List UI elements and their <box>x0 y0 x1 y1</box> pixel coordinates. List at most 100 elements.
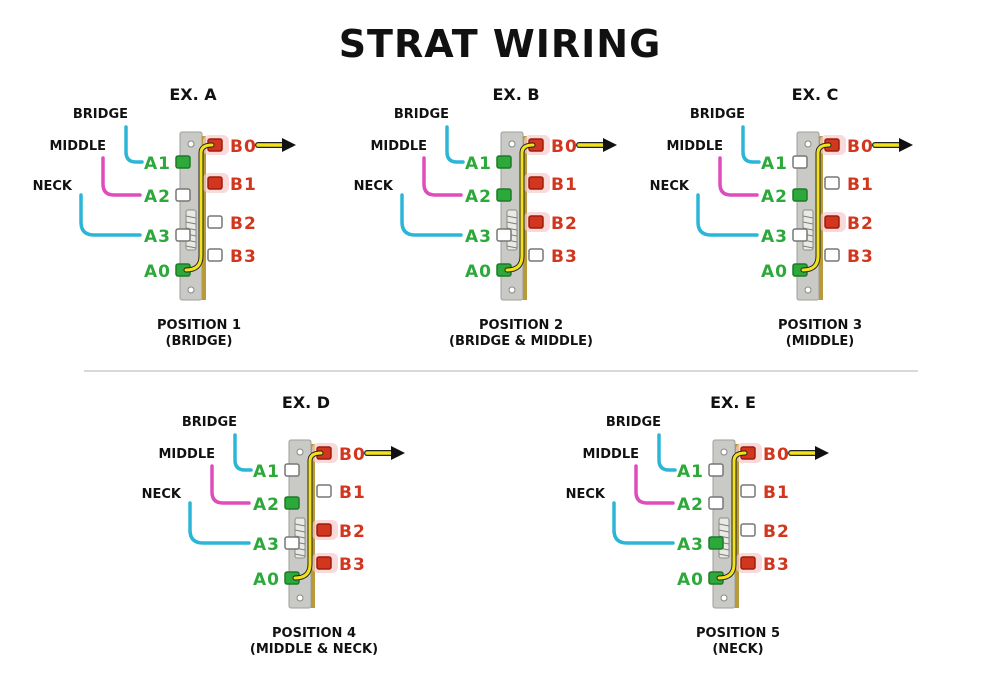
lug-b2 <box>316 523 332 537</box>
mount-hole <box>508 286 516 294</box>
terminal-label-a3: A3 <box>761 227 788 247</box>
neck-wire <box>188 501 251 545</box>
terminal-label-b2: B2 <box>763 522 790 542</box>
jumper-wire <box>184 143 214 272</box>
terminal-label-b3: B3 <box>763 555 790 575</box>
spring-coil <box>294 523 306 527</box>
terminal-label-b0: B0 <box>763 445 790 465</box>
terminal-label-a1: A1 <box>677 462 704 482</box>
middle-label: MIDDLE <box>666 139 723 154</box>
position-sublabel: (MIDDLE) <box>786 334 854 349</box>
terminal-label-a0: A0 <box>677 570 704 590</box>
terminal-label-b0: B0 <box>230 137 257 157</box>
bridge-label: BRIDGE <box>690 107 745 122</box>
spring-coil <box>718 523 730 527</box>
lug-b1 <box>740 484 756 498</box>
terminal-label-b0: B0 <box>339 445 366 465</box>
middle-wire <box>210 464 251 505</box>
spring-coil <box>506 245 518 249</box>
terminal-label-b1: B1 <box>339 483 366 503</box>
neck-label: NECK <box>650 179 690 194</box>
page-title: STRAT WIRING <box>338 22 662 66</box>
spring-coil <box>718 553 730 557</box>
spring-coil <box>185 221 197 225</box>
middle-label: MIDDLE <box>49 139 106 154</box>
lug-b2 <box>528 215 544 229</box>
bridge-label: BRIDGE <box>73 107 128 122</box>
neck-wire <box>79 193 142 237</box>
bridge-wire <box>445 125 465 164</box>
jumper-wire <box>293 451 323 580</box>
lug-a2 <box>708 496 724 510</box>
lug-b1 <box>316 484 332 498</box>
switch-edge <box>202 136 206 300</box>
terminal-label-a2: A2 <box>253 495 280 515</box>
bridge-label: BRIDGE <box>182 415 237 430</box>
bridge-label: BRIDGE <box>394 107 449 122</box>
position-sublabel: (BRIDGE & MIDDLE) <box>449 334 593 349</box>
middle-wire <box>718 156 759 197</box>
switch-example-3: EX. CBRIDGEMIDDLENECKA1A2A3A0B0B1B2B3POS… <box>650 85 913 349</box>
example-label: EX. C <box>792 85 839 104</box>
lug-a1 <box>284 463 300 477</box>
middle-label: MIDDLE <box>582 447 639 462</box>
middle-label: MIDDLE <box>158 447 215 462</box>
jumper-wire <box>801 143 831 272</box>
example-label: EX. B <box>492 85 539 104</box>
neck-label: NECK <box>566 487 606 502</box>
arrow-head-icon <box>282 138 296 152</box>
position-sublabel: (NECK) <box>712 642 763 657</box>
lug-a1 <box>175 155 191 169</box>
terminal-label-b3: B3 <box>551 247 578 267</box>
terminal-label-b3: B3 <box>230 247 257 267</box>
section-divider <box>84 370 918 372</box>
neck-wire <box>400 193 463 237</box>
spring-coil <box>294 529 306 533</box>
arrow-head-icon <box>603 138 617 152</box>
bridge-wire <box>124 125 144 164</box>
jumper-wire <box>717 451 747 580</box>
lug-b1 <box>207 176 223 190</box>
mount-hole <box>804 140 812 148</box>
terminal-label-a1: A1 <box>761 154 788 174</box>
lug-a2 <box>496 188 512 202</box>
lug-a1 <box>708 463 724 477</box>
bridge-label: BRIDGE <box>606 415 661 430</box>
terminal-label-a2: A2 <box>144 187 171 207</box>
example-label: EX. A <box>169 85 217 104</box>
terminal-label-a0: A0 <box>465 262 492 282</box>
terminal-label-b2: B2 <box>847 214 874 234</box>
neck-wire <box>612 501 675 545</box>
terminal-label-a3: A3 <box>465 227 492 247</box>
terminal-label-a2: A2 <box>465 187 492 207</box>
lug-a3 <box>496 228 512 242</box>
mount-hole <box>187 140 195 148</box>
terminal-label-a0: A0 <box>761 262 788 282</box>
terminal-label-a1: A1 <box>465 154 492 174</box>
lug-a3 <box>175 228 191 242</box>
bridge-wire <box>657 433 677 472</box>
mount-hole <box>296 448 304 456</box>
position-label: POSITION 4 <box>272 626 356 641</box>
bridge-wire <box>233 433 253 472</box>
lug-a2 <box>284 496 300 510</box>
terminal-label-b3: B3 <box>847 247 874 267</box>
terminal-label-b2: B2 <box>230 214 257 234</box>
lug-a3 <box>284 536 300 550</box>
terminal-label-a2: A2 <box>761 187 788 207</box>
arrow-head-icon <box>815 446 829 460</box>
arrow-head-icon <box>391 446 405 460</box>
terminal-label-b1: B1 <box>763 483 790 503</box>
terminal-label-a3: A3 <box>253 535 280 555</box>
spring-coil <box>506 215 518 219</box>
spring-coil <box>185 215 197 219</box>
middle-wire <box>101 156 142 197</box>
terminal-label-b0: B0 <box>847 137 874 157</box>
lug-b3 <box>316 556 332 570</box>
neck-label: NECK <box>33 179 73 194</box>
neck-wire <box>696 193 759 237</box>
switch-edge <box>735 444 739 608</box>
lug-b2 <box>207 215 223 229</box>
terminal-label-b1: B1 <box>551 175 578 195</box>
